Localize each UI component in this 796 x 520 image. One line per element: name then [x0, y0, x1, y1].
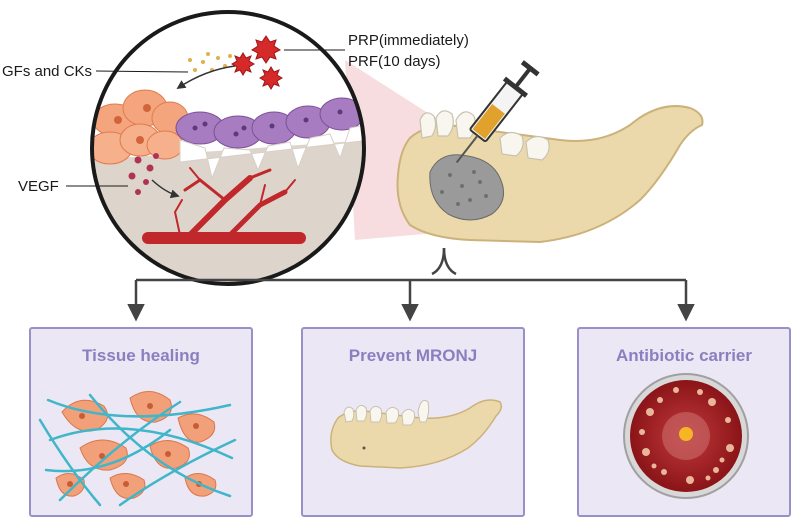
box-title-tissue-healing: Tissue healing	[82, 346, 200, 365]
healthy-mandible	[330, 399, 503, 469]
vegf-molecules	[128, 153, 159, 195]
lower-teeth	[419, 110, 550, 161]
gf-release-arrow	[176, 65, 236, 89]
bone-spikes	[179, 123, 364, 180]
magnified-circle-border	[90, 10, 366, 286]
syringe-icon	[455, 60, 540, 164]
box-title-prevent-mronj: Prevent MRONJ	[349, 346, 477, 365]
label-gfs-cks: GFs and CKs	[2, 63, 92, 80]
platelets	[231, 35, 283, 90]
gfs-leader-line	[95, 70, 189, 73]
purple-cells	[175, 97, 364, 149]
fibroblast-network	[38, 391, 237, 507]
box-tissue-healing: Tissue healing	[29, 327, 253, 517]
box-title-antibiotic-carrier: Antibiotic carrier	[616, 346, 752, 365]
label-vegf: VEGF	[18, 178, 59, 195]
label-prp: PRP(immediately)	[348, 32, 469, 49]
magnified-view	[92, 12, 364, 284]
petri-dish	[623, 373, 749, 499]
box-antibiotic-carrier: Antibiotic carrier	[577, 327, 791, 517]
label-prf: PRF(10 days)	[348, 53, 441, 70]
blood-vessels	[142, 167, 306, 244]
box-prevent-mronj: Prevent MRONJ	[301, 327, 525, 517]
mandible-illustration	[396, 60, 704, 244]
bracket-connector	[127, 247, 695, 322]
vegf-arrow	[151, 179, 180, 199]
